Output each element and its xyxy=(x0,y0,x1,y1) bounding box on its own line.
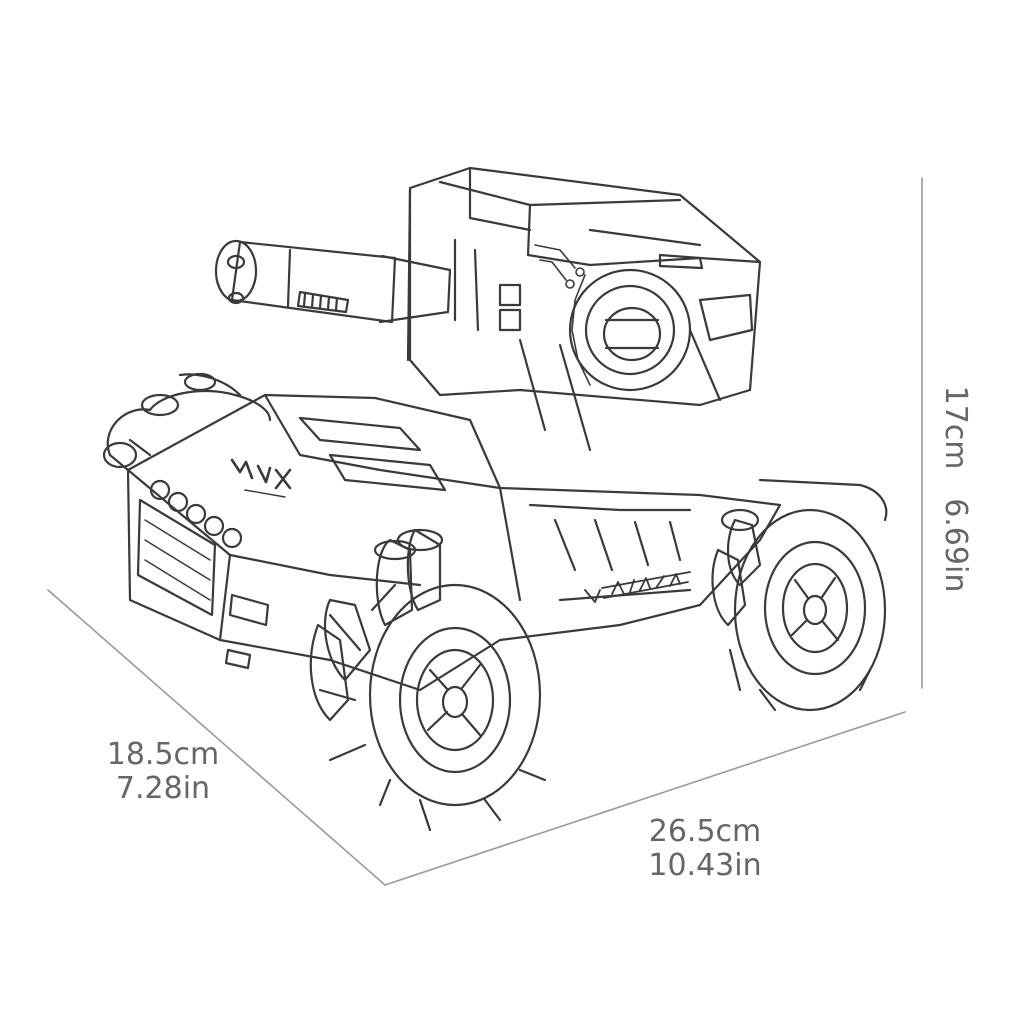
width-cm: 26.5cm xyxy=(648,814,762,849)
max-decal xyxy=(230,458,292,498)
front-right-wheel xyxy=(711,478,888,712)
height-cm: 17cm xyxy=(938,385,973,470)
depth-dimension-label: 18.5cm 7.28in xyxy=(88,738,238,806)
depth-in: 7.28in xyxy=(115,771,211,806)
height-dimension-label: 17cm 6.69in xyxy=(938,329,973,649)
height-in: 6.69in xyxy=(938,498,973,593)
front-left-wheel xyxy=(309,528,547,832)
depth-cm: 18.5cm xyxy=(106,737,220,772)
cannon-barrel xyxy=(214,239,452,324)
width-dimension-label: 26.5cm 10.43in xyxy=(610,815,800,883)
waterbomb-decal xyxy=(584,571,691,603)
dimension-lines xyxy=(47,177,923,886)
rear-left-wheel xyxy=(102,372,272,472)
hull xyxy=(126,393,782,692)
width-in: 10.43in xyxy=(648,848,762,883)
turret xyxy=(406,166,762,452)
